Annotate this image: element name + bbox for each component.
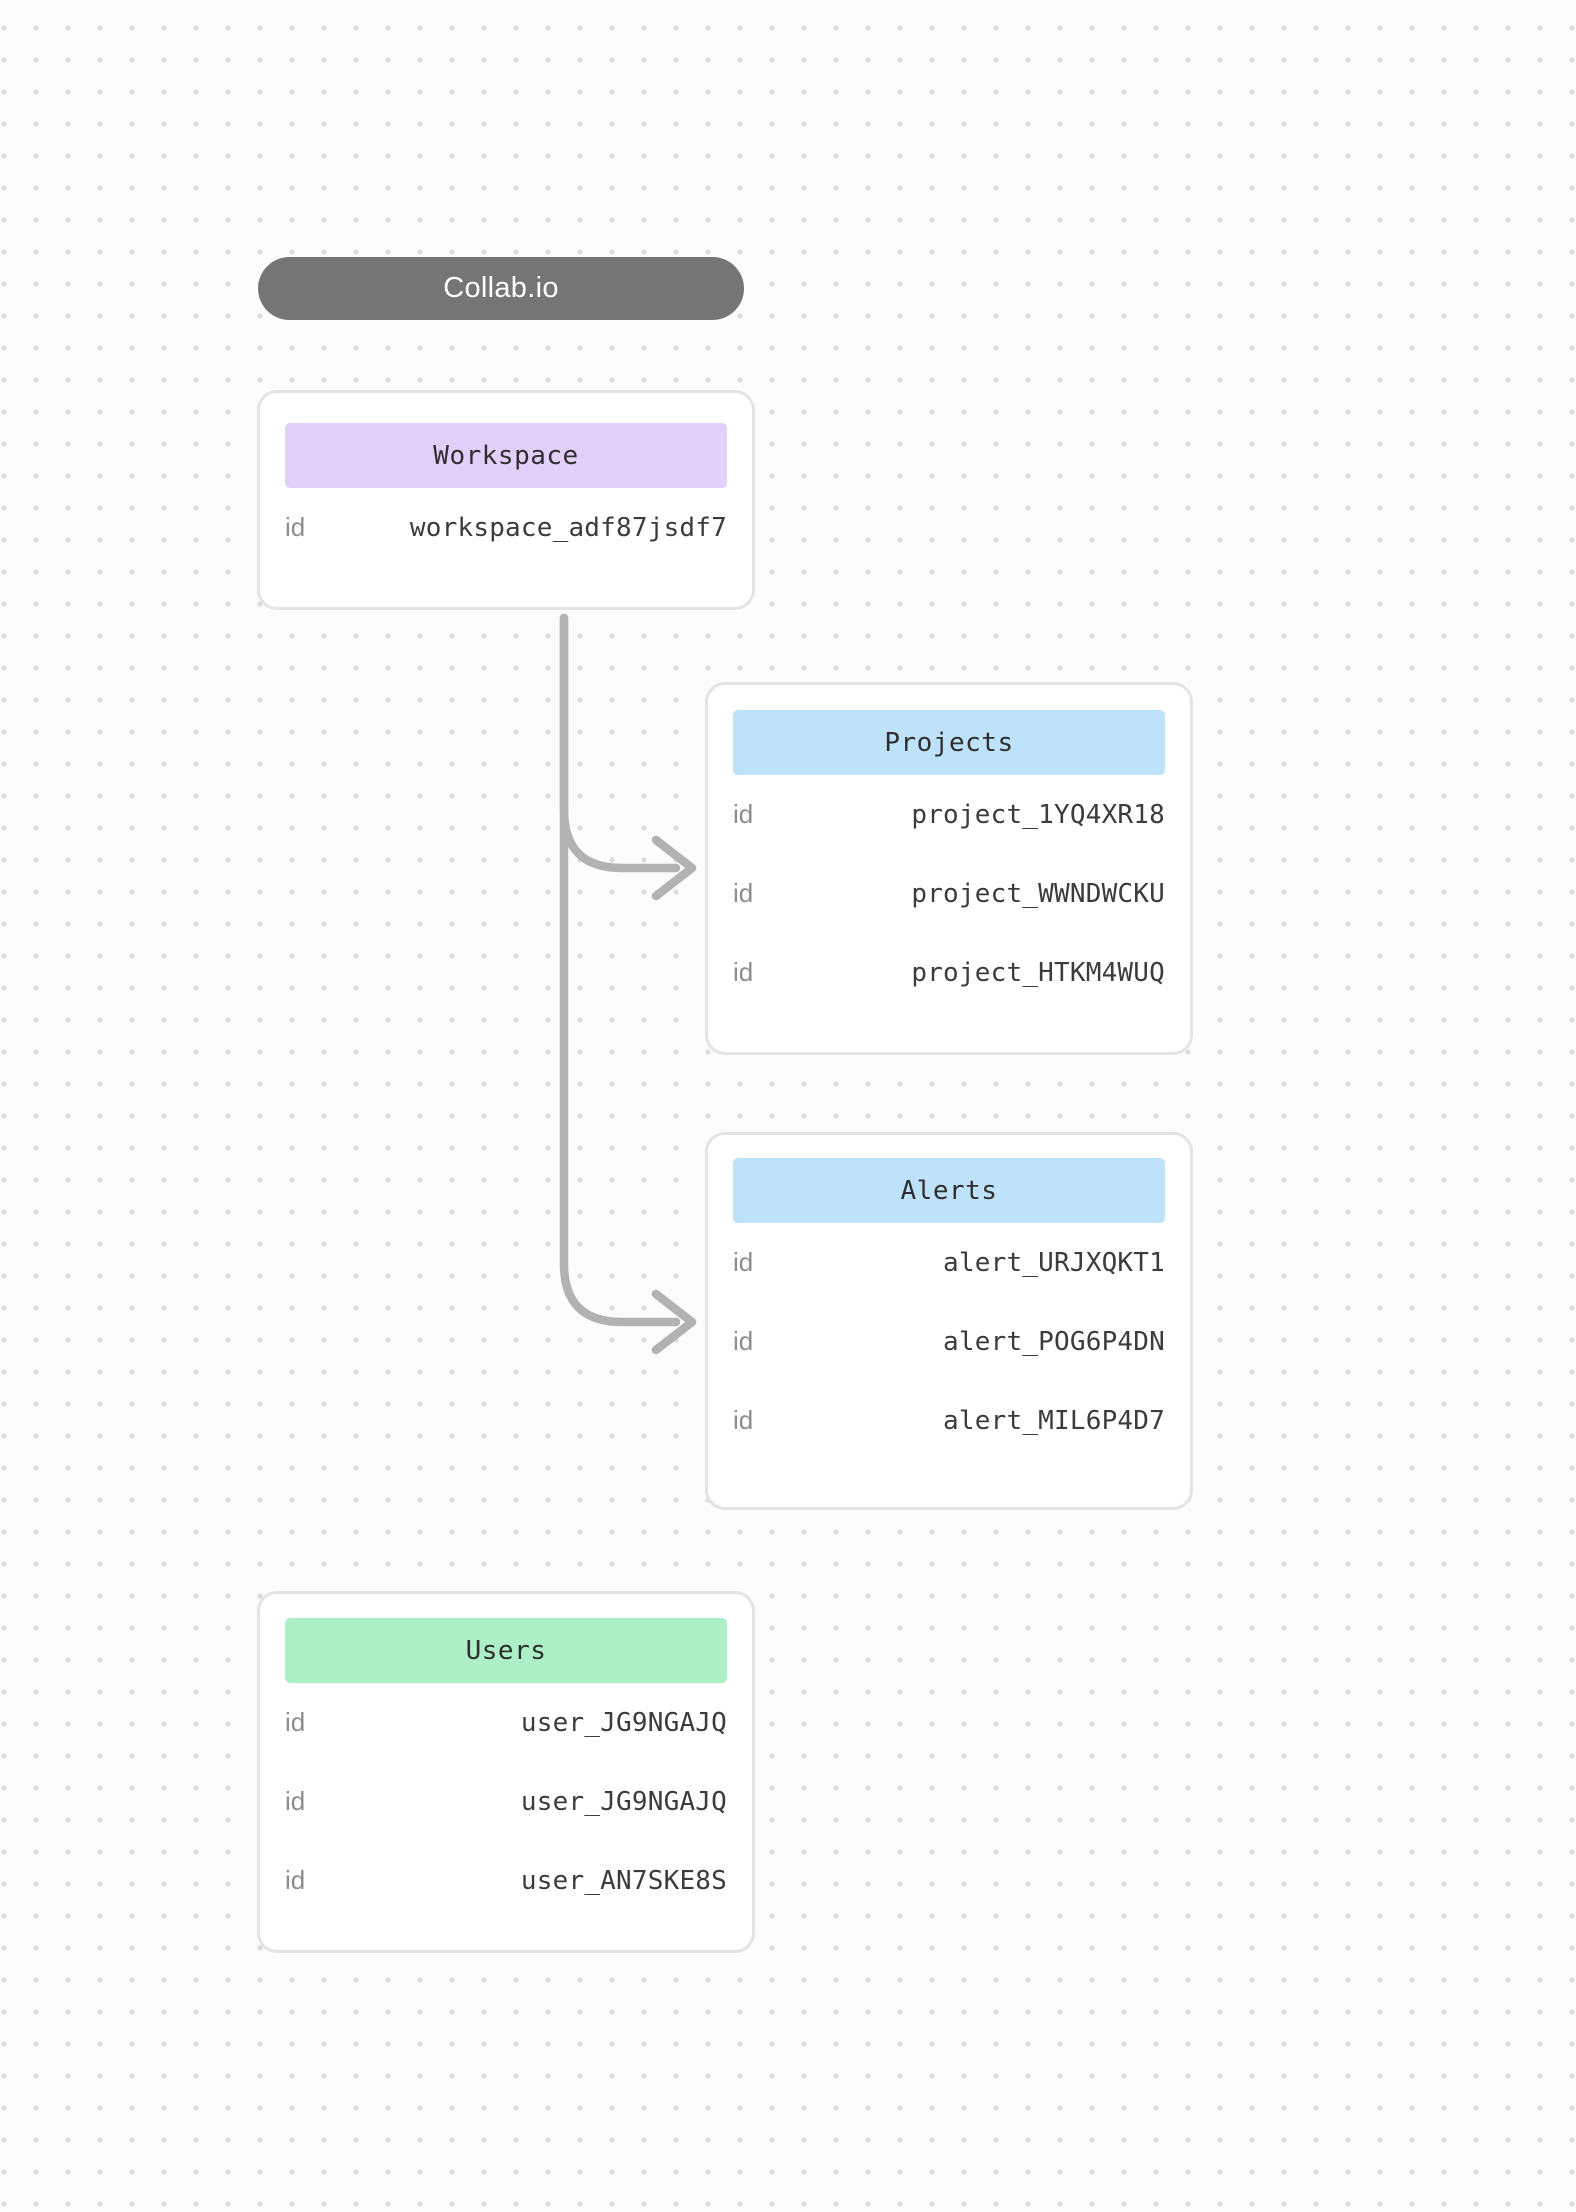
- row-key: id: [733, 1247, 754, 1277]
- table-row: id user_JG9NGAJQ: [285, 1683, 727, 1762]
- table-row: id alert_POG6P4DN: [733, 1302, 1165, 1381]
- table-row: id user_JG9NGAJQ: [285, 1762, 727, 1841]
- table-row: id workspace_adf87jsdf7: [285, 488, 727, 567]
- table-row: id alert_URJXQKT1: [733, 1223, 1165, 1302]
- edge-workspace-to-alerts: [559, 613, 681, 1327]
- row-key: id: [285, 1707, 306, 1737]
- row-value: project_HTKM4WUQ: [911, 957, 1165, 988]
- row-value: user_AN7SKE8S: [520, 1865, 727, 1896]
- row-key: id: [285, 1865, 306, 1895]
- table-row: id project_WWNDWCKU: [733, 854, 1165, 933]
- node-alerts-header: Alerts: [733, 1158, 1165, 1223]
- row-key: id: [733, 957, 754, 987]
- arrowhead-projects-icon: [651, 835, 697, 901]
- row-value: project_WWNDWCKU: [911, 878, 1165, 909]
- node-alerts[interactable]: Alerts id alert_URJXQKT1 id alert_POG6P4…: [705, 1132, 1193, 1510]
- arrowhead-alerts-icon: [651, 1289, 697, 1355]
- diagram-title: Collab.io: [443, 272, 559, 304]
- row-key: id: [733, 878, 754, 908]
- row-key: id: [733, 799, 754, 829]
- row-value: workspace_adf87jsdf7: [409, 512, 727, 543]
- row-key: id: [285, 512, 306, 542]
- node-workspace-header: Workspace: [285, 423, 727, 488]
- table-row: id project_HTKM4WUQ: [733, 933, 1165, 1012]
- node-projects[interactable]: Projects id project_1YQ4XR18 id project_…: [705, 682, 1193, 1055]
- node-projects-header: Projects: [733, 710, 1165, 775]
- diagram-title-pill[interactable]: Collab.io: [258, 257, 744, 320]
- table-row: id alert_MIL6P4D7: [733, 1381, 1165, 1460]
- node-workspace[interactable]: Workspace id workspace_adf87jsdf7: [257, 390, 755, 610]
- row-value: alert_MIL6P4D7: [943, 1405, 1165, 1436]
- row-value: alert_URJXQKT1: [943, 1247, 1165, 1278]
- table-row: id project_1YQ4XR18: [733, 775, 1165, 854]
- row-key: id: [733, 1405, 754, 1435]
- node-users[interactable]: Users id user_JG9NGAJQ id user_JG9NGAJQ …: [257, 1591, 755, 1953]
- node-users-header: Users: [285, 1618, 727, 1683]
- row-value: user_JG9NGAJQ: [520, 1707, 727, 1738]
- row-key: id: [285, 1786, 306, 1816]
- row-value: alert_POG6P4DN: [943, 1326, 1165, 1357]
- table-row: id user_AN7SKE8S: [285, 1841, 727, 1920]
- row-key: id: [733, 1326, 754, 1356]
- row-value: project_1YQ4XR18: [911, 799, 1165, 830]
- row-value: user_JG9NGAJQ: [520, 1786, 727, 1817]
- edge-workspace-to-projects: [559, 613, 681, 873]
